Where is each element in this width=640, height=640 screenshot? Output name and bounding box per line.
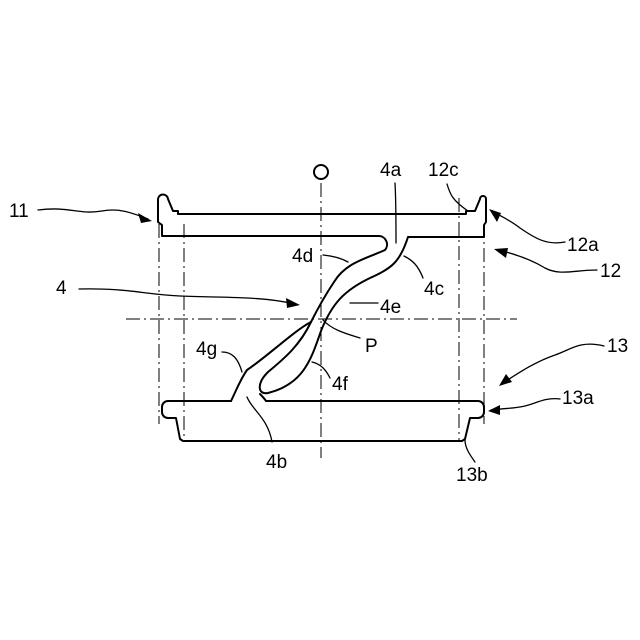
label-12a: 12a xyxy=(567,235,599,256)
leader-4d xyxy=(323,255,348,262)
label-13a: 13a xyxy=(562,388,594,409)
label-12c: 12c xyxy=(428,160,459,181)
leader-4g xyxy=(222,352,242,372)
arrow-12 xyxy=(494,248,508,258)
arrow-12a xyxy=(489,209,501,222)
leader-13b xyxy=(465,440,475,462)
label-13: 13 xyxy=(607,336,628,357)
leader-12c xyxy=(447,184,468,211)
label-4g: 4g xyxy=(196,339,217,360)
leader-4b xyxy=(247,397,272,442)
axis-circle-mark xyxy=(314,165,328,179)
leader-12a xyxy=(492,211,565,243)
arrow-13 xyxy=(499,374,512,386)
label-13b: 13b xyxy=(456,465,488,486)
web-lower-left-edge xyxy=(231,322,311,401)
arrow-4 xyxy=(286,298,300,308)
arrow-11 xyxy=(138,213,152,223)
label-4e: 4e xyxy=(380,297,401,318)
leader-4 xyxy=(79,289,295,304)
label-4b: 4b xyxy=(266,452,287,473)
label-4d: 4d xyxy=(292,246,313,267)
arrow-13a xyxy=(488,405,500,415)
label-4c: 4c xyxy=(424,279,444,300)
leader-P xyxy=(323,320,360,338)
label-11: 11 xyxy=(9,201,29,222)
label-P: P xyxy=(365,336,378,357)
leader-11 xyxy=(38,209,148,219)
label-4: 4 xyxy=(56,278,67,299)
label-4a: 4a xyxy=(380,160,402,181)
leader-4c xyxy=(404,256,423,278)
label-4f: 4f xyxy=(332,374,349,395)
leader-13a xyxy=(491,399,560,410)
label-12: 12 xyxy=(600,261,621,282)
web-lower-right-edge xyxy=(260,394,266,401)
leader-13 xyxy=(503,344,604,383)
lower-member-outline xyxy=(162,401,484,441)
